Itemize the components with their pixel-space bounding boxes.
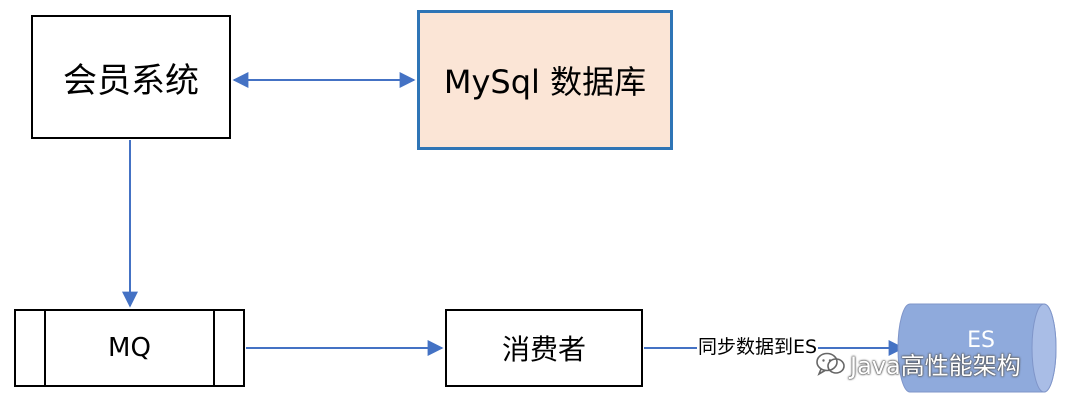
mq-left-bar — [44, 311, 46, 385]
mysql-database-node: MySql 数据库 — [417, 10, 673, 150]
mq-label: MQ — [108, 333, 151, 363]
consumer-node: 消费者 — [445, 309, 643, 387]
es-label: ES — [967, 328, 995, 353]
sync-edge-label: 同步数据到ES — [697, 334, 819, 360]
watermark-text: Java高性能架构 — [850, 352, 1021, 380]
mq-node: MQ — [14, 309, 245, 387]
mq-right-bar — [213, 311, 215, 385]
member-system-node: 会员系统 — [31, 15, 231, 139]
wechat-icon — [816, 352, 845, 376]
member-system-label: 会员系统 — [63, 60, 199, 101]
mysql-database-label: MySql 数据库 — [443, 63, 647, 101]
es-node: ES — [896, 300, 1071, 396]
es-cylinder-shape — [897, 303, 1057, 393]
consumer-label: 消费者 — [501, 333, 586, 366]
watermark: Java高性能架构 — [816, 346, 1021, 381]
